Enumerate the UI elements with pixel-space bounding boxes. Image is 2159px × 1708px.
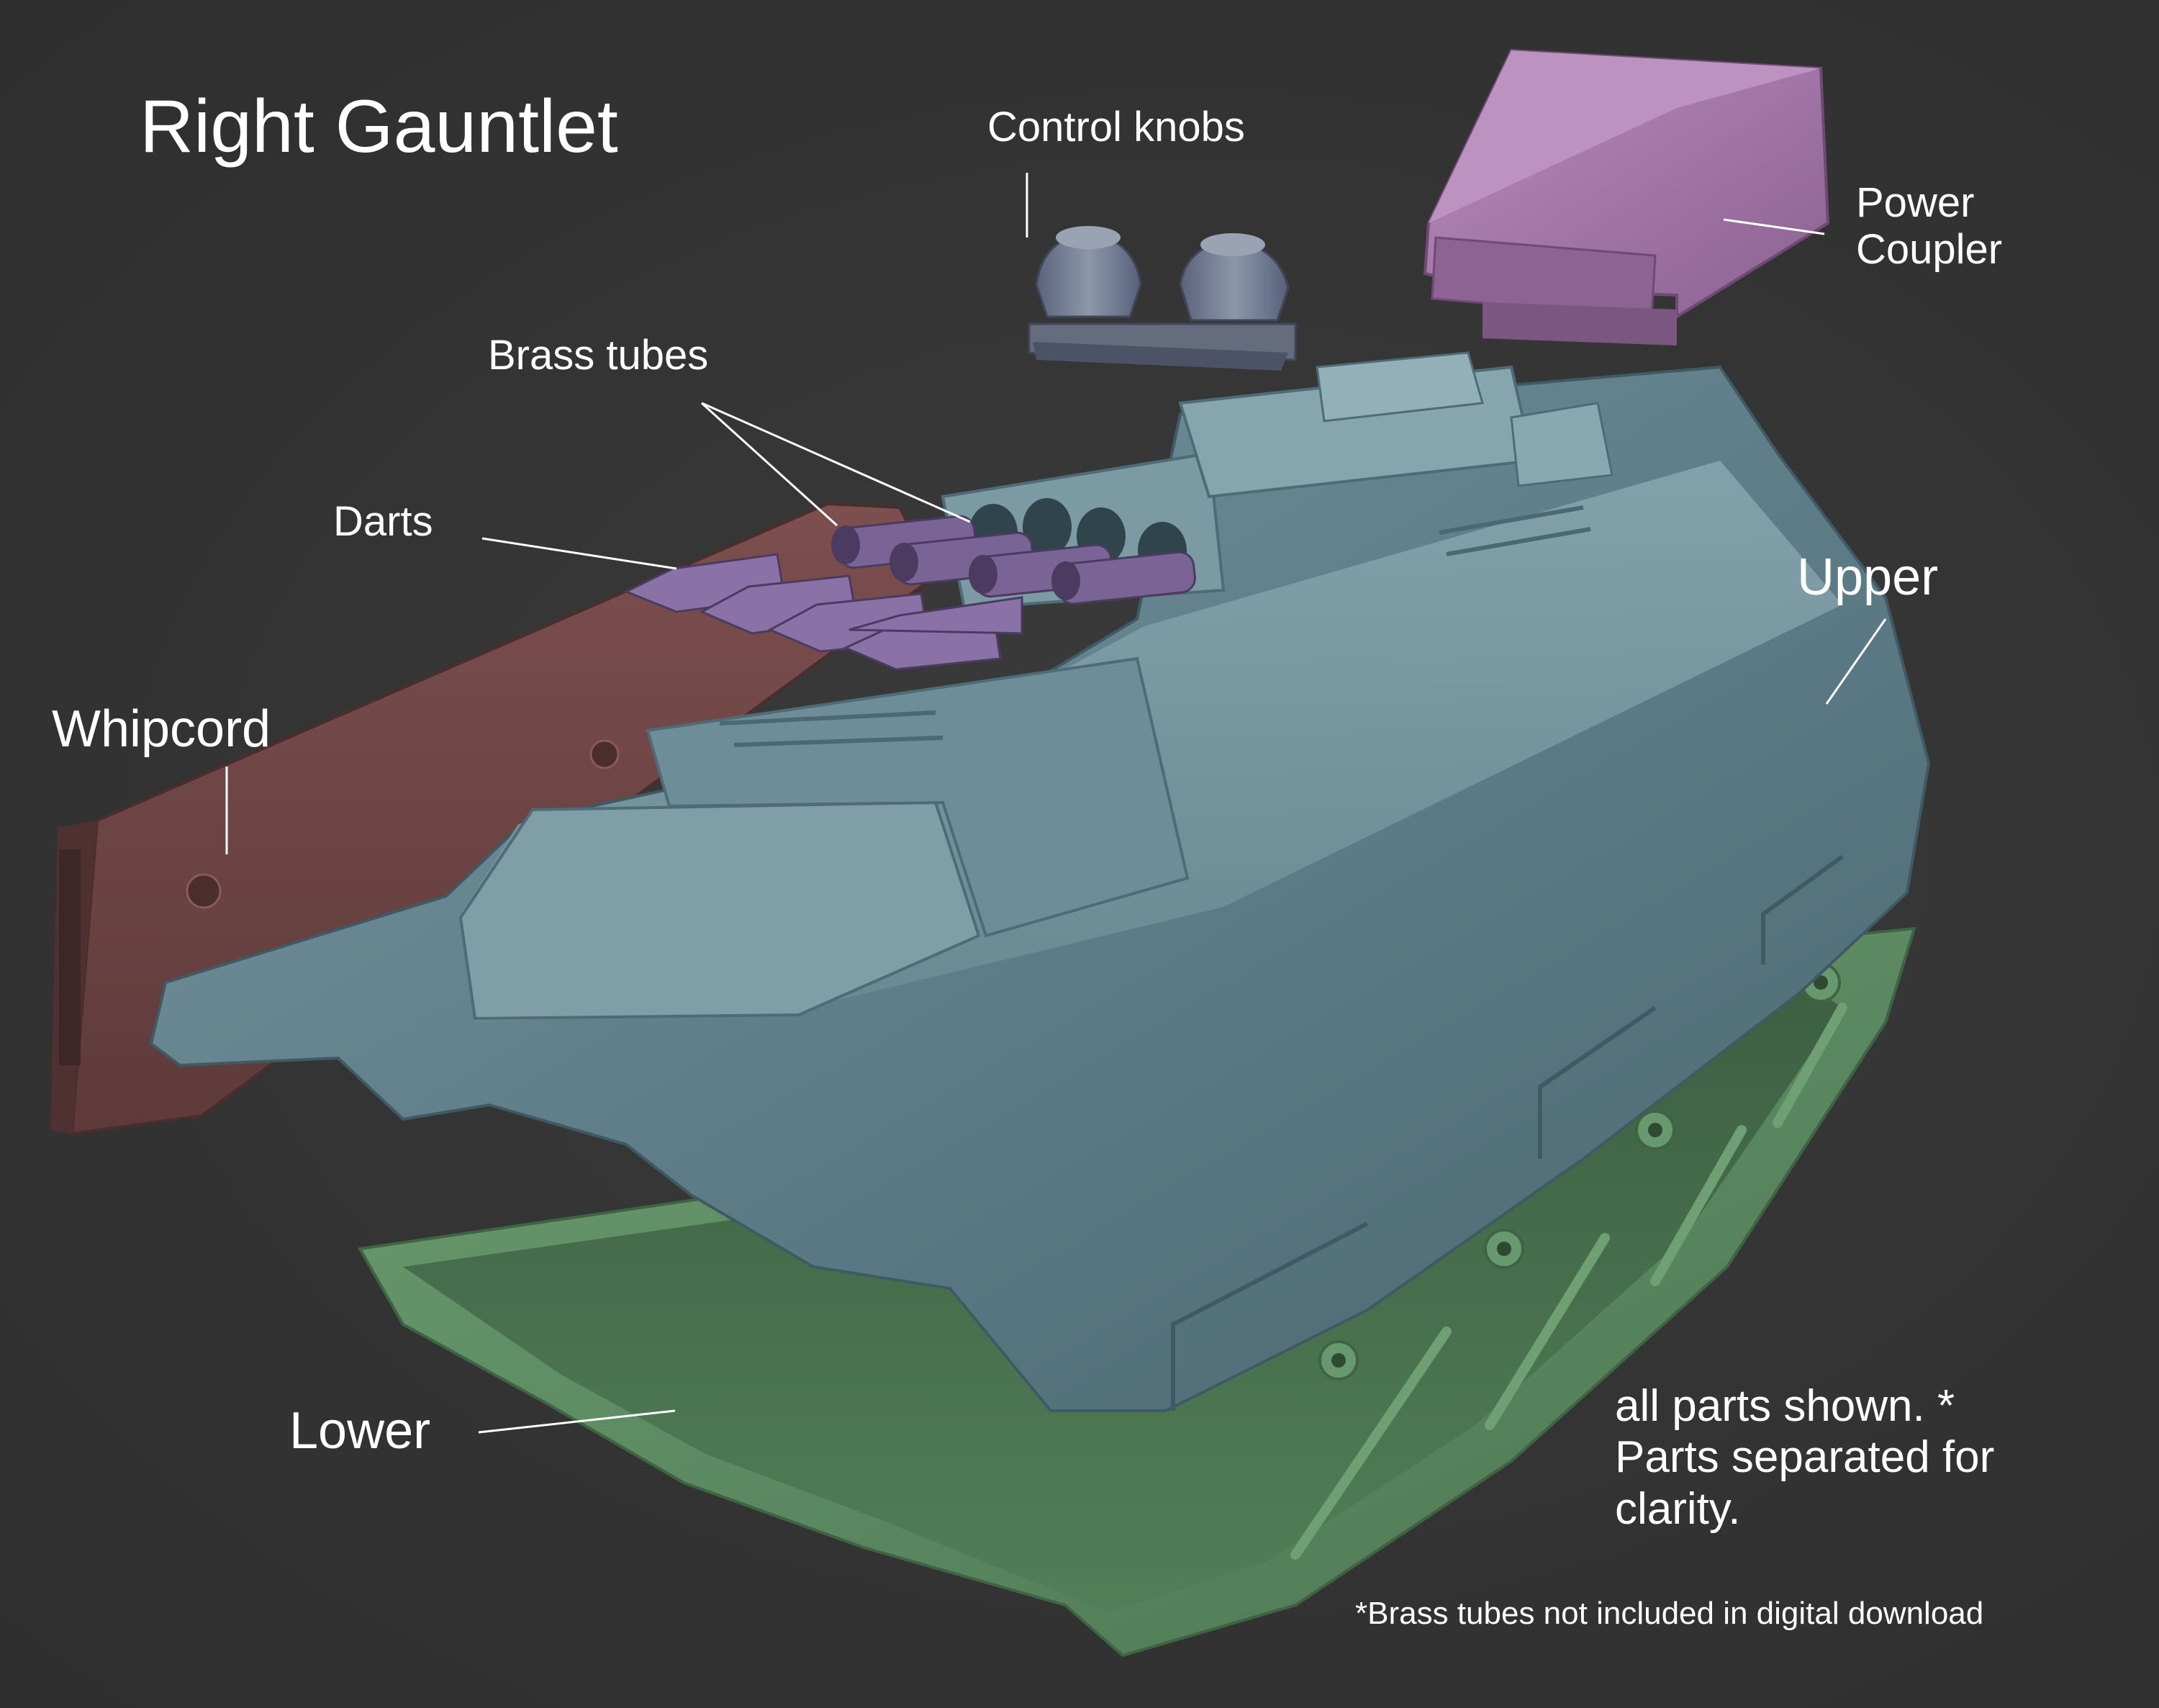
label-whipcord: Whipcord bbox=[52, 700, 271, 758]
clarity-note-line1: all parts shown. * bbox=[1615, 1381, 1955, 1431]
brass-tubes-part bbox=[831, 515, 1196, 605]
leader-lines bbox=[225, 173, 1887, 1434]
label-darts: Darts bbox=[333, 498, 433, 545]
label-control-knobs: Control knobs bbox=[987, 104, 1245, 150]
leader-brass-tubes-b bbox=[701, 402, 971, 523]
clarity-note-line3: clarity. bbox=[1615, 1483, 1741, 1534]
power-coupler-part bbox=[1423, 48, 1830, 345]
label-upper: Upper bbox=[1797, 548, 1939, 606]
label-lower: Lower bbox=[289, 1402, 431, 1460]
control-knobs-part bbox=[1028, 226, 1297, 371]
leader-lower bbox=[478, 1409, 676, 1434]
label-power-coupler: Power Coupler bbox=[1856, 179, 2003, 274]
leader-brass-tubes-a bbox=[700, 402, 838, 527]
clarity-note: all parts shown. * Parts separated for c… bbox=[1615, 1381, 1994, 1535]
label-power-coupler-line2: Coupler bbox=[1856, 225, 2003, 273]
label-power-coupler-line1: Power bbox=[1856, 179, 1975, 226]
clarity-note-line2: Parts separated for bbox=[1615, 1432, 1995, 1483]
label-brass-tubes: Brass tubes bbox=[488, 332, 709, 379]
page-title: Right Gauntlet bbox=[140, 85, 618, 168]
leader-power-coupler bbox=[1723, 218, 1825, 235]
leader-upper bbox=[1825, 618, 1887, 705]
footnote: *Brass tubes not included in digital dow… bbox=[1355, 1596, 1984, 1631]
leader-darts bbox=[481, 537, 677, 570]
darts-part bbox=[623, 553, 1023, 671]
upper-part bbox=[149, 351, 1931, 1412]
